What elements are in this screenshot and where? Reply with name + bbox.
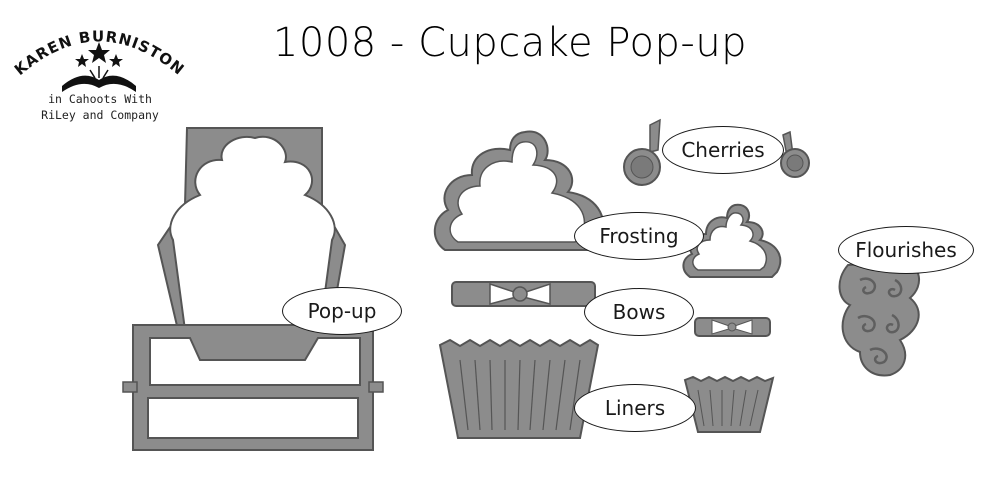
frosting-large-die [433,130,605,251]
label-bows: Bows [584,288,694,336]
bow-small-die [694,317,771,337]
logo-tagline-line1: in Cahoots With [48,92,152,106]
frosting-small-die [682,203,782,278]
label-frosting: Frosting [574,212,704,260]
liner-large-die [438,338,600,439]
label-liners: Liners [574,384,696,432]
liner-small-die [683,375,775,433]
logo-tagline-line2: RiLey and Company [41,108,159,122]
brand-logo: KAREN BURNISTON [11,14,187,134]
cherry-large-die [623,118,661,186]
popup-base-cutout [149,337,361,386]
popup-base-window [147,397,359,439]
flourish-die [838,260,920,377]
bow-large-die [451,281,596,307]
logo-mark: KAREN BURNISTON [11,27,187,92]
label-popup: Pop-up [282,287,402,335]
popup-base-tab-right [368,381,384,393]
popup-base-tab-left [122,381,138,393]
label-cherries: Cherries [662,126,784,174]
cherry-small-die [780,130,810,178]
page-title: 1008 - Cupcake Pop-up [272,20,748,66]
label-flourishes: Flourishes [838,226,974,274]
